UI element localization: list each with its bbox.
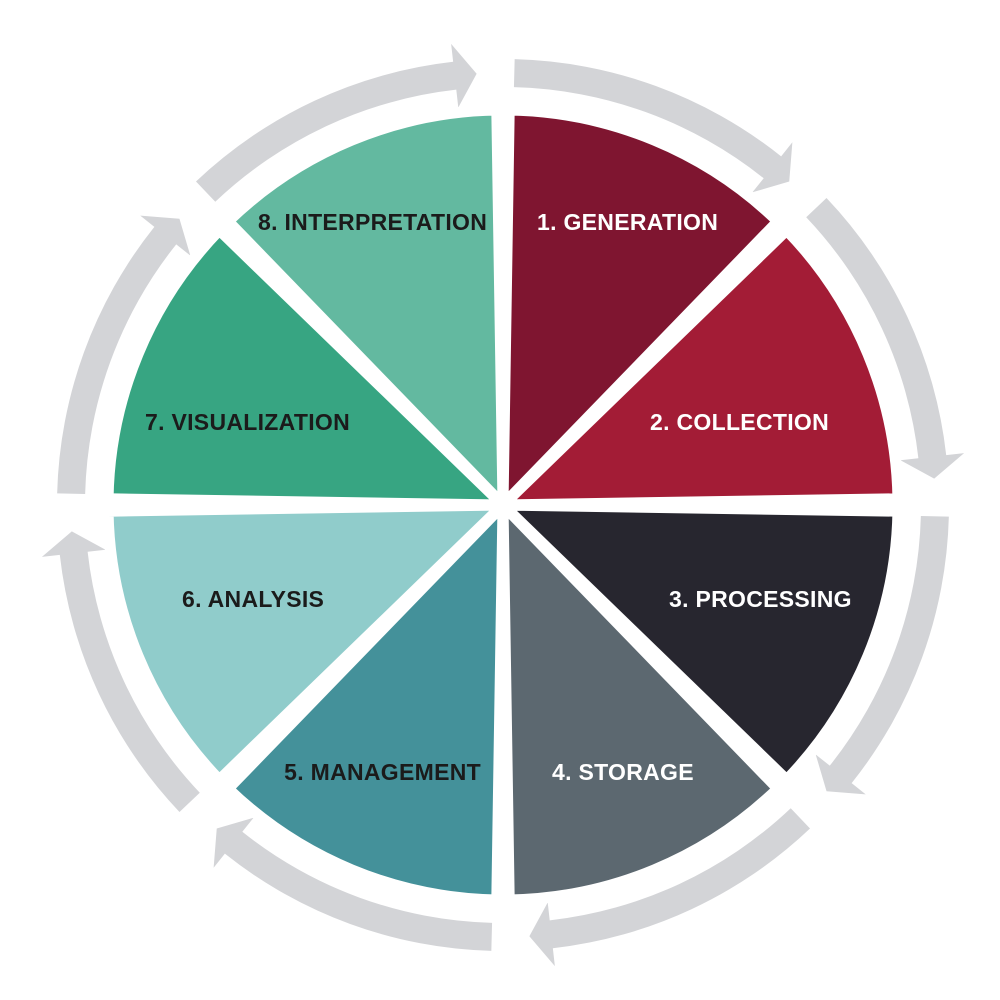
cycle-arrow-management (213, 817, 493, 951)
cycle-arrow-collection (806, 197, 965, 479)
cycle-arrow-analysis (41, 531, 200, 813)
segment-interpretation (220, 104, 509, 519)
segment-collection (489, 222, 904, 511)
segment-label-analysis: 6. ANALYSIS (182, 586, 324, 612)
cycle-arrow-interpretation (195, 43, 477, 202)
cycle-labels: 1. GENERATION 2. COLLECTION 3. PROCESSIN… (145, 209, 852, 785)
segment-storage (497, 491, 786, 906)
cycle-arrows (41, 43, 965, 967)
segment-label-generation: 1. GENERATION (537, 209, 718, 235)
segment-label-collection: 2. COLLECTION (650, 409, 829, 435)
segment-label-storage: 4. STORAGE (552, 759, 694, 785)
segment-visualization (102, 222, 517, 511)
segment-analysis (102, 499, 517, 788)
cycle-arrow-visualization (57, 215, 191, 495)
segment-label-management: 5. MANAGEMENT (284, 759, 481, 785)
segment-management (220, 491, 509, 906)
segment-label-visualization: 7. VISUALIZATION (145, 409, 350, 435)
segment-label-processing: 3. PROCESSING (669, 586, 852, 612)
cycle-arrow-processing (815, 515, 949, 795)
cycle-arrow-storage (529, 808, 811, 967)
segment-generation (497, 104, 786, 519)
segment-processing (489, 499, 904, 788)
cycle-segments (102, 104, 904, 906)
cycle-arrow-generation (513, 59, 793, 193)
segment-label-interpretation: 8. INTERPRETATION (258, 209, 487, 235)
